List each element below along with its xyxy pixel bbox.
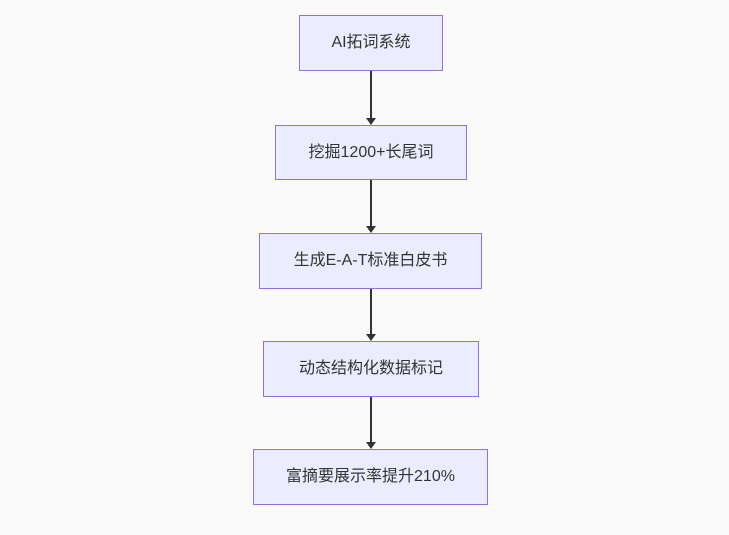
node-label: 挖掘1200+长尾词	[308, 143, 434, 161]
node-label: 动态结构化数据标记	[298, 360, 443, 378]
arrow-head-icon	[366, 442, 376, 449]
flowchart-node-3: 生成E-A-T标准白皮书	[259, 233, 482, 289]
node-label: 富摘要展示率提升210%	[286, 468, 455, 486]
arrow-line	[370, 289, 372, 334]
arrow-line	[370, 180, 372, 226]
arrow-line	[370, 71, 372, 118]
node-label: 生成E-A-T标准白皮书	[293, 252, 448, 270]
node-label: AI拓词系统	[331, 34, 411, 52]
flow-arrow-4	[365, 397, 377, 449]
flowchart-node-2: 挖掘1200+长尾词	[275, 125, 467, 180]
arrow-line	[370, 397, 372, 442]
flow-arrow-2	[365, 180, 377, 233]
flow-arrow-1	[365, 71, 377, 125]
flowchart-node-5: 富摘要展示率提升210%	[253, 449, 488, 505]
arrow-head-icon	[366, 226, 376, 233]
flowchart-node-4: 动态结构化数据标记	[263, 341, 479, 397]
flow-arrow-3	[365, 289, 377, 341]
flowchart-node-1: AI拓词系统	[299, 15, 443, 71]
arrow-head-icon	[366, 118, 376, 125]
arrow-head-icon	[366, 334, 376, 341]
